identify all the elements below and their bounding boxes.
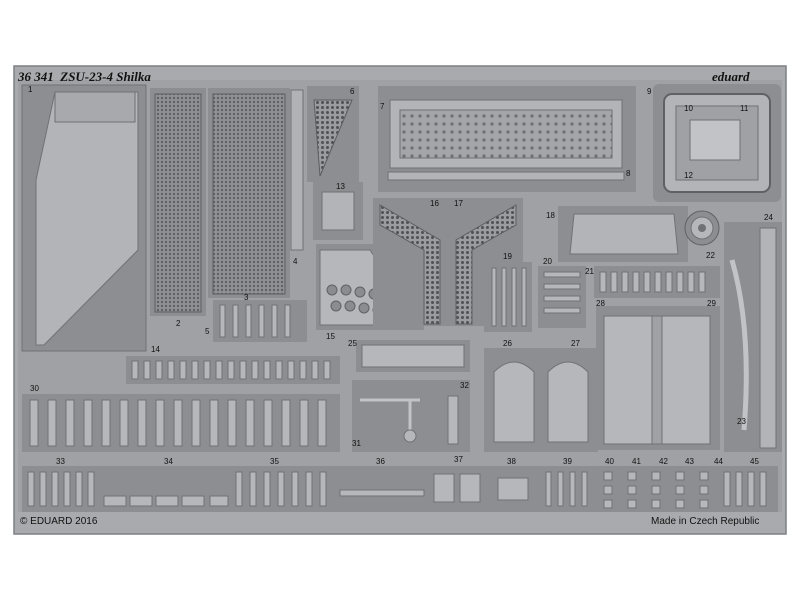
sheet-title: 36 341 ZSU-23-4 Shilka bbox=[18, 69, 151, 85]
part-label: 12 bbox=[684, 171, 693, 180]
part-label: 25 bbox=[348, 339, 357, 348]
part-label: 34 bbox=[164, 457, 173, 466]
part-label: 32 bbox=[460, 381, 469, 390]
part-label: 42 bbox=[659, 457, 668, 466]
part-5-row bbox=[213, 300, 307, 342]
part-label: 17 bbox=[454, 199, 463, 208]
part-label: 22 bbox=[706, 251, 715, 260]
part-21-28 bbox=[594, 266, 720, 298]
part-label: 41 bbox=[632, 457, 641, 466]
part-9-12-frame bbox=[653, 84, 781, 202]
part-31-32 bbox=[352, 380, 470, 452]
part-label: 27 bbox=[571, 339, 580, 348]
part-label: 1 bbox=[28, 85, 33, 94]
part-label: 31 bbox=[352, 439, 361, 448]
part-label: 10 bbox=[684, 104, 693, 113]
part-label: 16 bbox=[430, 199, 439, 208]
part-label: 9 bbox=[647, 87, 652, 96]
part-label: 11 bbox=[740, 104, 749, 113]
part-label: 30 bbox=[30, 384, 39, 393]
part-label: 6 bbox=[350, 87, 355, 96]
part-label: 13 bbox=[336, 182, 345, 191]
part-3-mesh bbox=[208, 88, 290, 298]
part-19 bbox=[484, 262, 532, 332]
part-label: 45 bbox=[750, 457, 759, 466]
part-label: 33 bbox=[56, 457, 65, 466]
part-label: 28 bbox=[596, 299, 605, 308]
part-29-panels bbox=[596, 306, 720, 450]
part-6-mesh bbox=[307, 86, 359, 182]
part-4-strip bbox=[290, 89, 304, 251]
brand-logo: eduard bbox=[712, 69, 750, 84]
sheet-code: 36 341 bbox=[18, 69, 54, 84]
part-label: 44 bbox=[714, 457, 723, 466]
bottom-row-parts bbox=[22, 466, 778, 512]
part-7-8-panel bbox=[378, 86, 636, 192]
part-label: 15 bbox=[326, 332, 335, 341]
part-25 bbox=[356, 340, 470, 372]
part-22-gear bbox=[684, 210, 720, 246]
part-label: 23 bbox=[737, 417, 746, 426]
part-18 bbox=[558, 206, 688, 262]
part-label: 26 bbox=[503, 339, 512, 348]
part-23-24-strips bbox=[724, 222, 782, 452]
part-label: 5 bbox=[205, 327, 210, 336]
part-label: 4 bbox=[293, 257, 298, 266]
part-label: 35 bbox=[270, 457, 279, 466]
part-label: 2 bbox=[176, 319, 181, 328]
part-label: 21 bbox=[585, 267, 594, 276]
part-label: 29 bbox=[707, 299, 716, 308]
part-label: 40 bbox=[605, 457, 614, 466]
part-label: 18 bbox=[546, 211, 555, 220]
part-label: 19 bbox=[503, 252, 512, 261]
copyright-text: © EDUARD 2016 bbox=[20, 516, 98, 527]
part-label: 20 bbox=[543, 257, 552, 266]
part-label: 37 bbox=[454, 455, 463, 464]
sheet-name: ZSU-23-4 Shilka bbox=[60, 69, 151, 84]
part-label: 14 bbox=[151, 345, 160, 354]
part-20 bbox=[538, 266, 586, 328]
part-30-row bbox=[22, 394, 340, 452]
part-14-row bbox=[126, 356, 340, 384]
part-label: 3 bbox=[244, 293, 249, 302]
part-1-panel bbox=[21, 84, 147, 352]
part-label: 7 bbox=[380, 102, 385, 111]
origin-text: Made in Czech Republic bbox=[651, 516, 760, 527]
part-label: 38 bbox=[507, 457, 516, 466]
part-label: 36 bbox=[376, 457, 385, 466]
part-label: 43 bbox=[685, 457, 694, 466]
part-label: 24 bbox=[764, 213, 773, 222]
part-2-mesh bbox=[150, 88, 206, 316]
part-26-27 bbox=[484, 348, 598, 452]
part-label: 8 bbox=[626, 169, 631, 178]
part-label: 39 bbox=[563, 457, 572, 466]
part-13 bbox=[313, 182, 363, 240]
